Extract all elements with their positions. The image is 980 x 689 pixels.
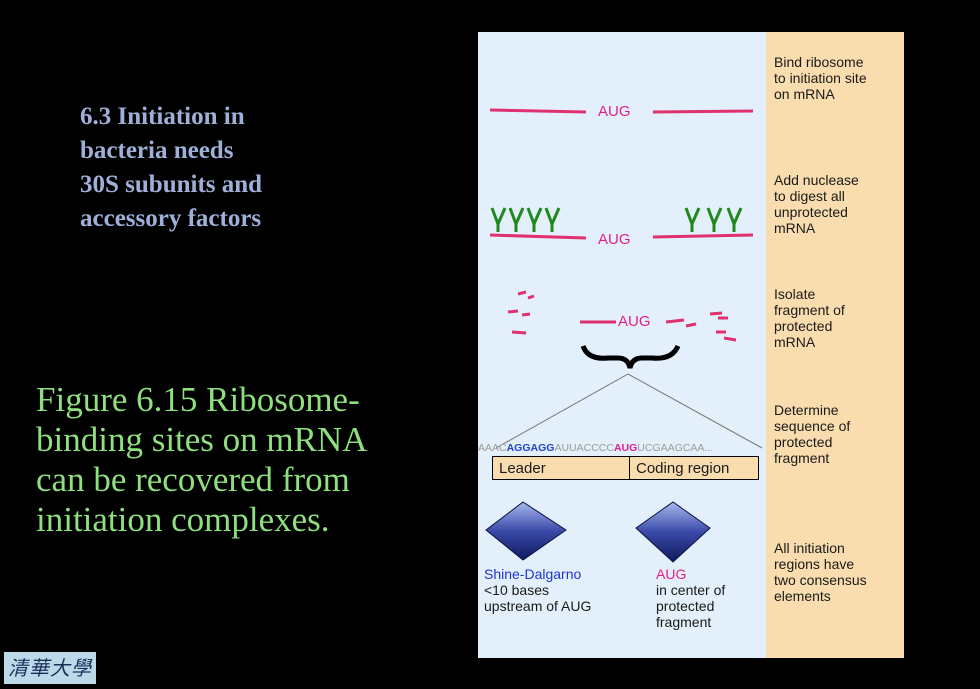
aug-arrow-icon	[635, 501, 711, 563]
caption-line: can be recovered from	[36, 460, 350, 499]
shine-dalgarno-arrow-icon	[485, 501, 567, 561]
expand-line-left	[495, 373, 629, 449]
ribosome-binding-figure: AUG AUG AUG Bind ribosome to initiation …	[478, 32, 904, 658]
university-logo: 清華大學	[4, 652, 96, 684]
step-bind-ribosome: Bind ribosome to initiation site on mRNA	[774, 54, 867, 102]
figure-diagram	[485, 108, 763, 563]
title-line: accessory factors	[80, 205, 262, 232]
step-add-nuclease: Add nuclease to digest all unprotected m…	[774, 172, 859, 236]
caption-line: Figure 6.15 Ribosome-	[36, 380, 360, 419]
aug-element-label: AUG in center of protected fragment	[656, 566, 726, 630]
caption-line: initiation complexes.	[36, 500, 330, 539]
title-line: 30S subunits and	[80, 171, 263, 198]
slide-title: 6.3 Initiation in bacteria needs 30S sub…	[80, 100, 440, 236]
coding-region-box: Coding region	[629, 456, 759, 480]
expand-line-right	[627, 373, 763, 449]
aug-label-2: AUG	[598, 231, 631, 248]
mrna-strand-1	[489, 108, 754, 114]
step-determine-sequence: Determine sequence of protected fragment	[774, 402, 851, 466]
mrna-sequence: AAACAGGAGGAUUACCCCAUGUCGAAGCAA...	[478, 442, 714, 454]
fragment-brace	[580, 344, 681, 369]
aug-label-3: AUG	[618, 313, 651, 330]
shine-dalgarno-label: Shine-Dalgarno <10 bases upstream of AUG	[484, 566, 592, 614]
digested-fragments	[507, 290, 737, 342]
title-line: 6.3 Initiation in	[80, 103, 245, 130]
caption-line: binding sites on mRNA	[36, 420, 368, 459]
nuclease-markers	[489, 207, 754, 240]
aug-label-1: AUG	[598, 103, 631, 120]
figure-side-panel	[766, 32, 904, 658]
leader-region-box: Leader	[492, 456, 630, 480]
figure-caption: Figure 6.15 Ribosome- binding sites on m…	[36, 380, 466, 540]
title-line: bacteria needs	[80, 137, 234, 164]
step-isolate-fragment: Isolate fragment of protected mRNA	[774, 286, 845, 350]
step-consensus-elements: All initiation regions have two consensu…	[774, 540, 867, 604]
